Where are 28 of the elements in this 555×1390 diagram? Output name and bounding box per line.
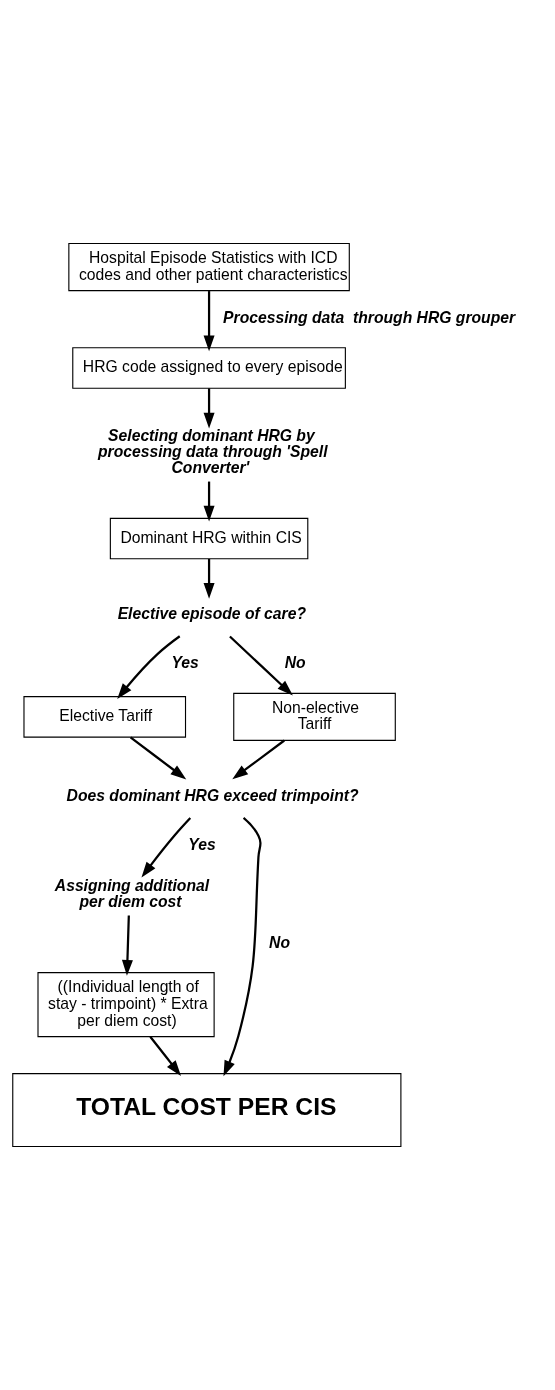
node-box: Elective Tariff [23, 696, 187, 738]
edge-label: Yes [171, 654, 199, 672]
arrow [141, 817, 192, 878]
arrow [117, 635, 181, 699]
edge-label: Processing data through HRG grouper [223, 308, 516, 326]
node-box: ((Individual length of stay - trimpoint) * Extra per diem cost) [37, 972, 215, 1038]
edge-label: No [269, 933, 291, 951]
arrow [129, 736, 187, 780]
arrow [203, 291, 215, 352]
node-box: TOTAL COST PER CIS [12, 1073, 402, 1148]
edge-label: Yes [188, 836, 216, 854]
node-box: Dominant HRG within CIS [109, 517, 309, 560]
node-text: Does dominant HRG exceed trimpoint? [66, 786, 359, 804]
arrow [229, 635, 293, 696]
arrow [223, 817, 262, 1077]
arrow [203, 559, 215, 599]
node-box: Hospital Episode Statistics with ICD codes and other patient characteristics [68, 242, 350, 292]
arrow [149, 1036, 182, 1076]
arrow [232, 739, 285, 780]
arrow [203, 388, 215, 429]
arrow [203, 481, 215, 522]
node-text: Assigning additional per diem cost [54, 876, 210, 910]
node-box: Non-elective Tariff [233, 692, 396, 741]
arrow [121, 915, 133, 976]
edge-label: No [284, 654, 306, 672]
node-text: Selecting dominant HRG by processing data through 'Spell Converter' [98, 427, 328, 476]
node-text: Elective episode of care? [117, 604, 306, 622]
node-box: HRG code assigned to every episode [72, 347, 346, 389]
